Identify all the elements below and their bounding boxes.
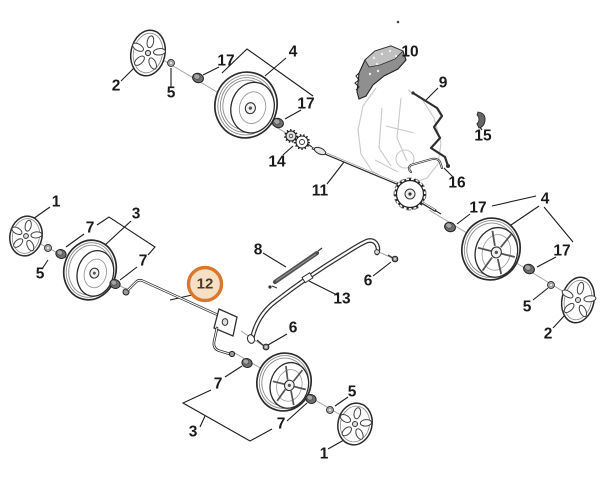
highlighted-callout-group[interactable]: 12 <box>186 265 224 303</box>
bushings <box>55 72 535 404</box>
wheel-cap-1-midleft <box>9 215 43 257</box>
part-14-gear-set <box>284 129 310 150</box>
callout-3[interactable]: 3 <box>132 206 141 223</box>
callout-5[interactable]: 5 <box>167 85 176 102</box>
speck <box>396 20 400 24</box>
wheel-3-bottom <box>256 352 312 412</box>
callout-8[interactable]: 8 <box>254 242 263 259</box>
callout-5[interactable]: 5 <box>523 299 532 316</box>
callout-7[interactable]: 7 <box>277 416 286 433</box>
callout-3[interactable]: 3 <box>189 424 198 441</box>
drive-gear <box>393 177 442 215</box>
part-8-strip <box>268 247 323 289</box>
leader-lines <box>32 55 566 450</box>
callout-1[interactable]: 1 <box>320 446 329 463</box>
callout-16[interactable]: 16 <box>448 175 466 192</box>
screws <box>256 254 399 351</box>
highlight-ring[interactable] <box>186 265 224 303</box>
callout-2[interactable]: 2 <box>112 78 121 95</box>
callout-12-highlighted[interactable]: 12 <box>197 276 214 293</box>
wheel-cap-2-topleft <box>129 29 167 77</box>
part-11-rear-axle <box>305 142 399 186</box>
wheel-cap-1-bottom <box>337 402 373 446</box>
part-13-guard-bar <box>246 238 381 344</box>
callout-6[interactable]: 6 <box>289 320 298 337</box>
callout-14[interactable]: 14 <box>268 154 286 171</box>
callout-15[interactable]: 15 <box>474 128 492 145</box>
callout-17[interactable]: 17 <box>217 53 234 70</box>
part-9-adjust-rod <box>411 91 450 168</box>
callout-13[interactable]: 13 <box>333 291 351 308</box>
callout-10[interactable]: 10 <box>401 44 418 61</box>
wheel-cap-2-right <box>560 276 597 324</box>
wheel-4-right <box>461 217 521 281</box>
callout-4[interactable]: 4 <box>289 44 298 61</box>
nuts <box>44 59 555 414</box>
callout-9[interactable]: 9 <box>439 75 448 92</box>
callout-7[interactable]: 7 <box>86 220 95 237</box>
callout-1[interactable]: 1 <box>52 194 61 211</box>
bracket-lines <box>96 48 574 442</box>
callout-7[interactable]: 7 <box>214 376 223 393</box>
callout-17[interactable]: 17 <box>553 243 570 260</box>
callout-4[interactable]: 4 <box>541 191 550 208</box>
callout-5[interactable]: 5 <box>348 384 357 401</box>
part-12-front-axle <box>122 278 238 358</box>
part-15-spring-clip <box>476 111 486 129</box>
part-16-link-rod <box>407 157 444 174</box>
callout-17[interactable]: 17 <box>469 200 486 217</box>
callout-5[interactable]: 5 <box>36 266 45 283</box>
part-10-adjuster-bracket <box>354 45 407 100</box>
callout-11[interactable]: 11 <box>312 183 329 200</box>
callout-2[interactable]: 2 <box>544 326 553 343</box>
callout-17[interactable]: 17 <box>297 96 314 113</box>
callout-6[interactable]: 6 <box>364 273 373 290</box>
callout-7[interactable]: 7 <box>139 253 148 270</box>
wheel-3-midleft <box>62 239 118 301</box>
wheel-4-topleft <box>214 71 278 139</box>
